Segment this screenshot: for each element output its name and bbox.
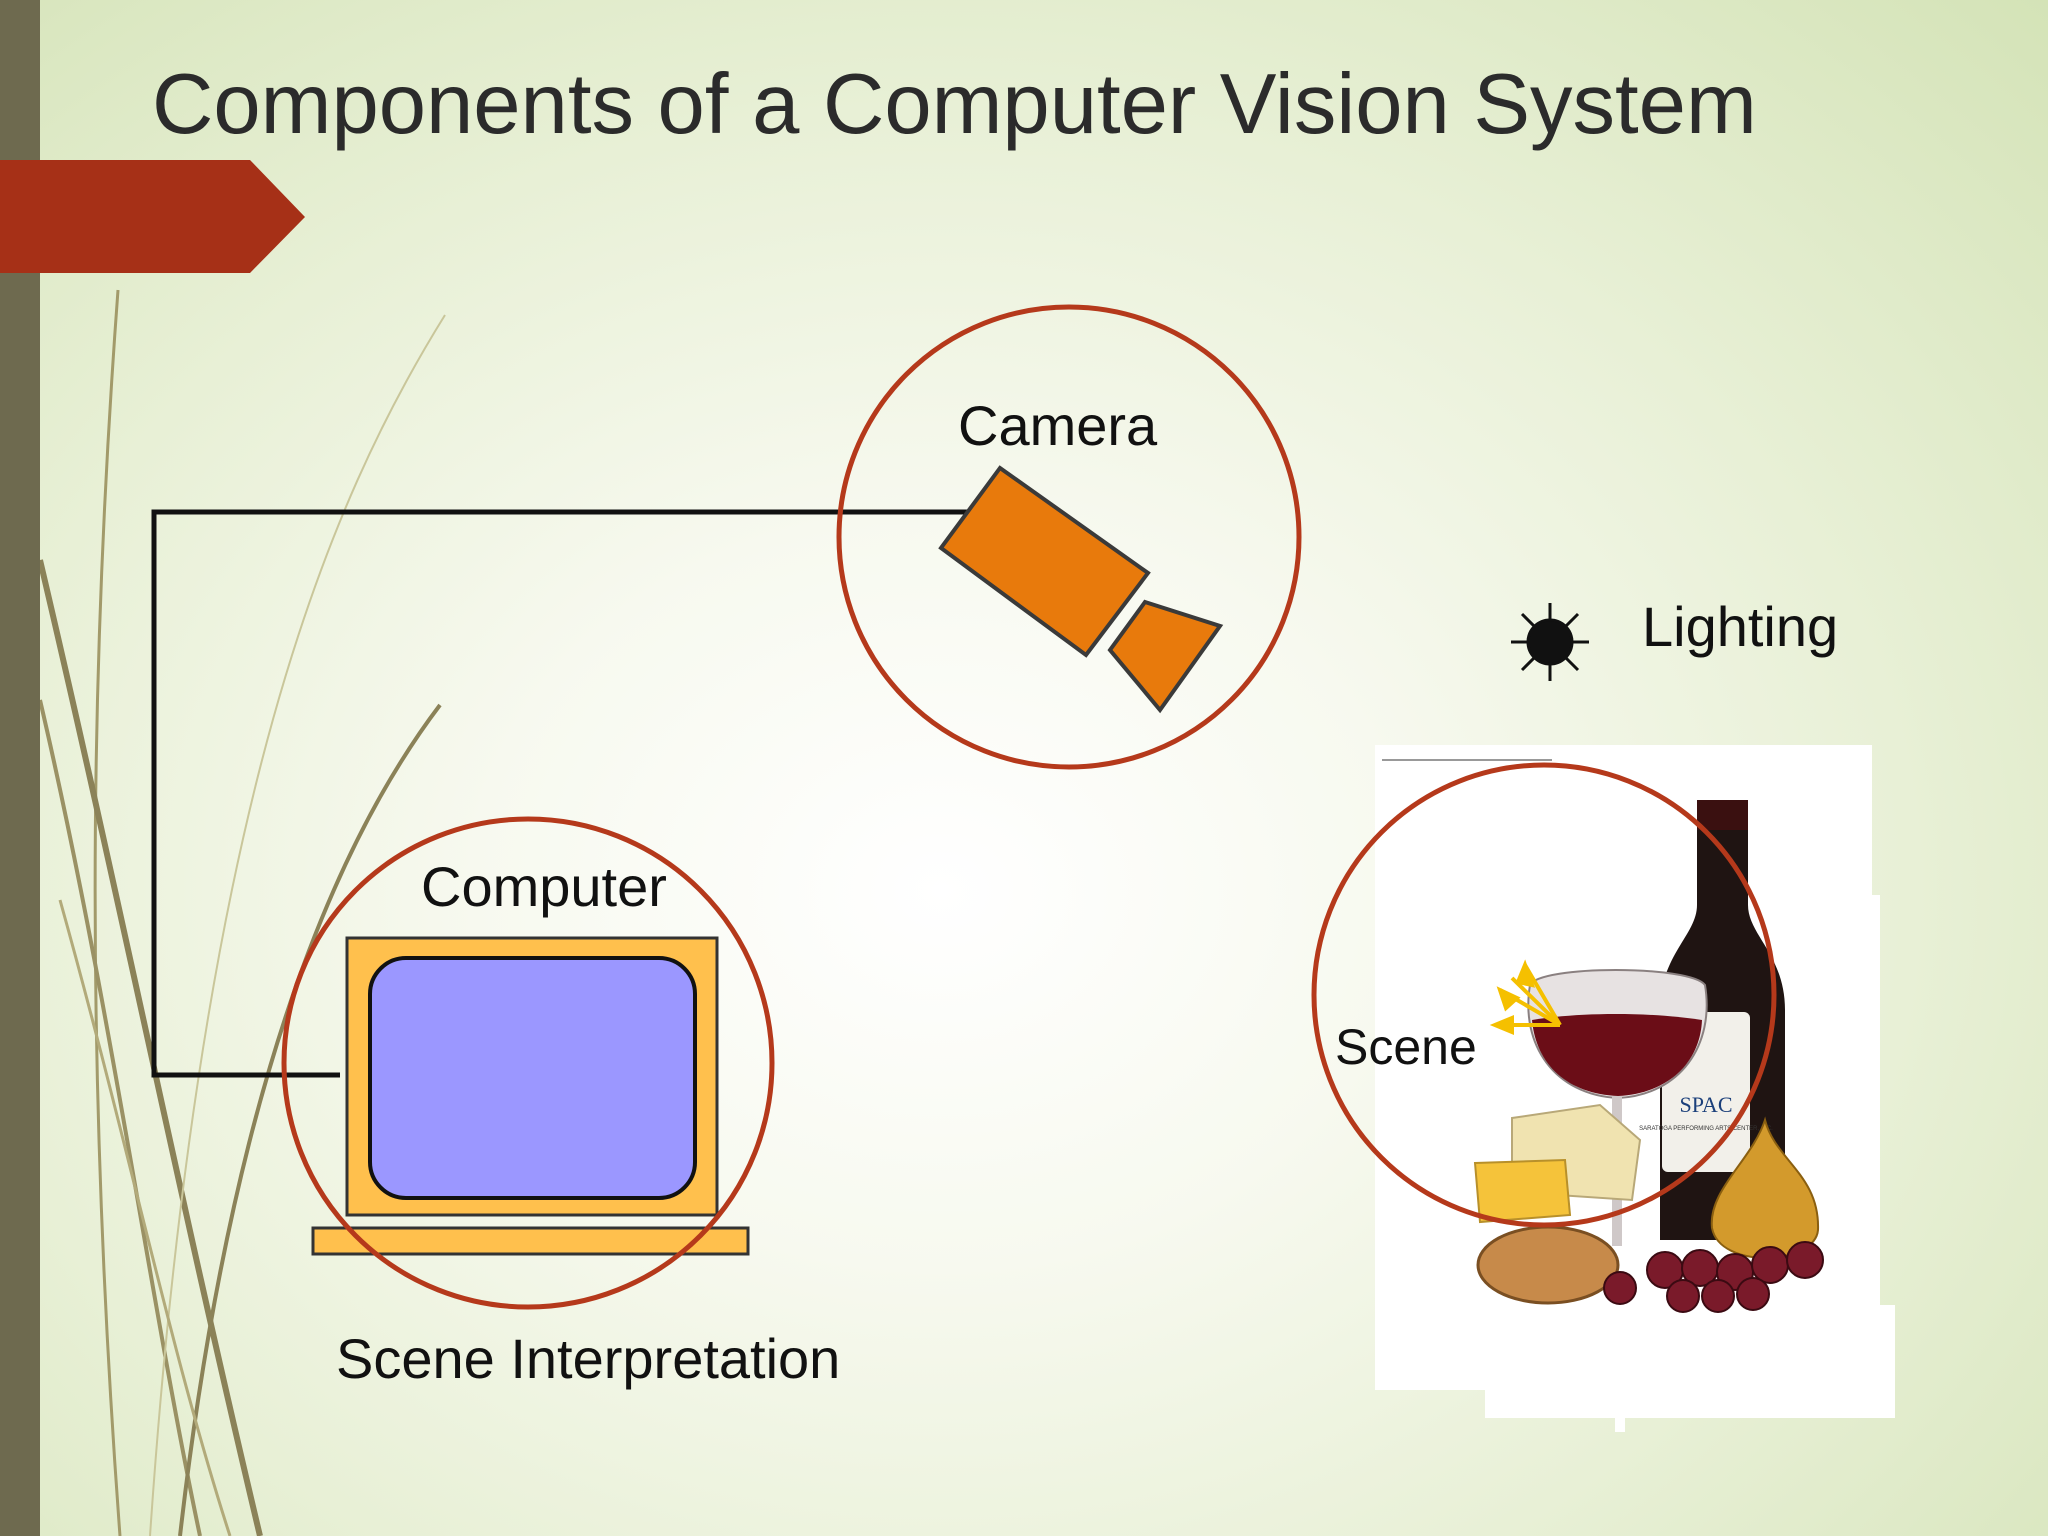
camera-icon <box>938 465 1224 714</box>
bottle-label: SPAC <box>1679 1092 1732 1117</box>
sun-icon <box>1511 603 1589 681</box>
computer-monitor-icon <box>311 936 750 1256</box>
camera-computer-wire <box>151 509 982 1078</box>
camera-label: Camera <box>958 394 1158 457</box>
bottle-sublabel: SARATOGA PERFORMING ARTS CENTER, INC. <box>1639 1126 1773 1132</box>
lighting-label: Lighting <box>1642 595 1839 658</box>
computer-label: Computer <box>421 855 667 918</box>
reflection-rays <box>1489 959 1562 1035</box>
decorative-grass-curves <box>37 289 446 1536</box>
scene-label: Scene <box>1335 1019 1477 1075</box>
computer-circle <box>281 816 775 1310</box>
scene-circle <box>1311 762 1777 1228</box>
scene-interpretation-label: Scene Interpretation <box>336 1327 841 1390</box>
scene-photo: SPAC SARATOGA PERFORMING ARTS CENTER, IN… <box>1375 745 1895 1432</box>
title-accent-arrow <box>0 160 305 273</box>
camera-circle <box>836 304 1302 770</box>
slide-title: Components of a Computer Vision System <box>152 57 1757 152</box>
